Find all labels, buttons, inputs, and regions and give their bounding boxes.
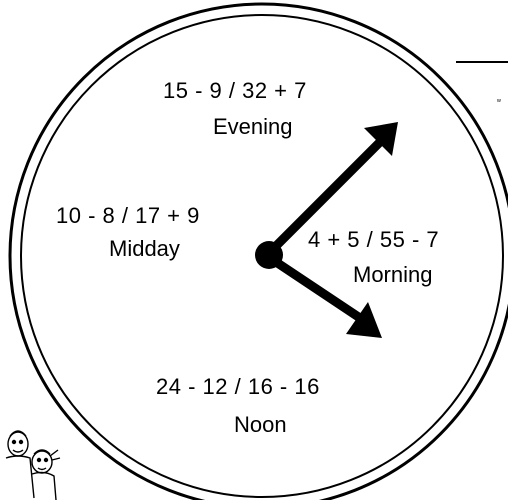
clock-center-hub	[255, 241, 283, 269]
margin-speck: ʷ	[496, 97, 501, 106]
hour-hand-arrowhead	[346, 302, 382, 338]
noon-label: Noon	[234, 412, 287, 437]
clock-outer-ring	[8, 2, 508, 500]
morning-label: Morning	[353, 262, 433, 287]
hour-hand	[265, 253, 365, 323]
cartoon-characters-icon	[5, 430, 61, 500]
morning-equation: 4 + 5 / 55 - 7	[308, 227, 440, 252]
noon-equation: 24 - 12 / 16 - 16	[156, 374, 320, 399]
clock-inner-ring	[20, 14, 504, 498]
midday-label: Midday	[109, 236, 180, 261]
minute-hand-arrowhead	[364, 122, 398, 156]
evening-equation: 15 - 9 / 32 + 7	[163, 78, 307, 103]
minute-hand	[265, 135, 387, 257]
midday-equation: 10 - 8 / 17 + 9	[56, 203, 200, 228]
evening-label: Evening	[213, 114, 293, 139]
